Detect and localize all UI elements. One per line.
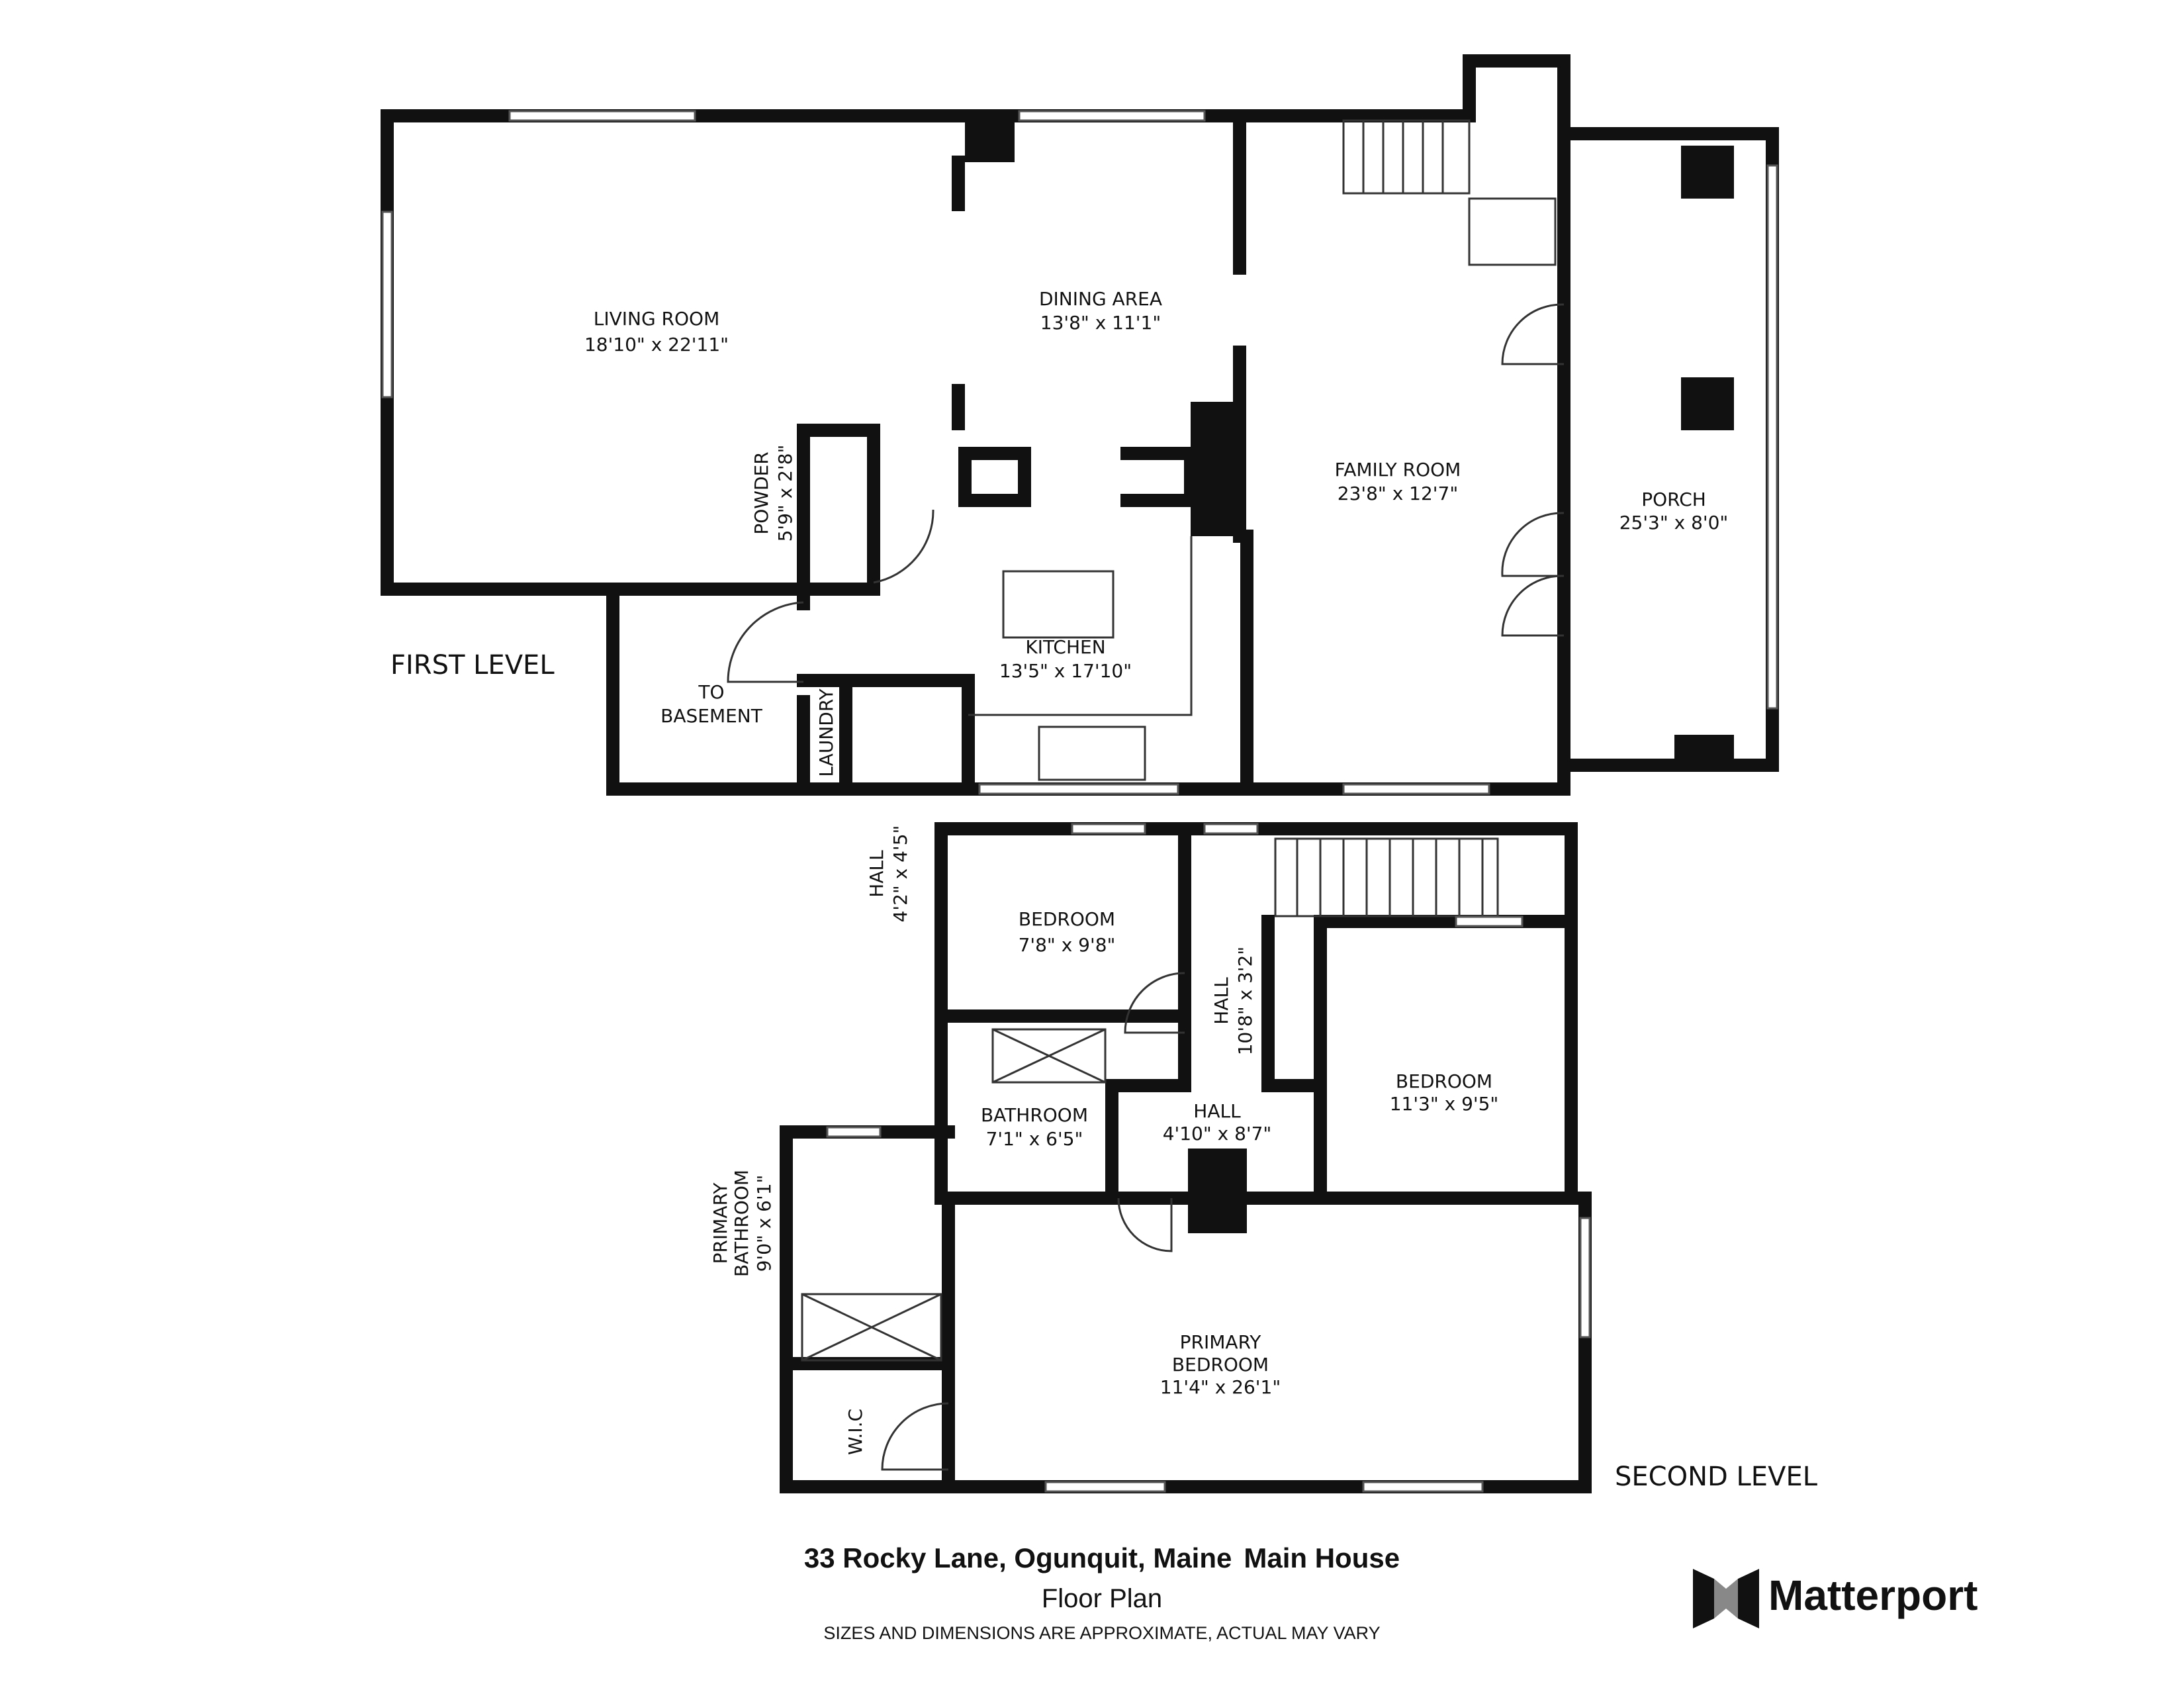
kitchen-name: KITCHEN: [1025, 636, 1105, 658]
family-room-size: 23'8" x 12'7": [1338, 483, 1458, 504]
primary-bedroom-line2: BEDROOM: [1172, 1354, 1269, 1376]
bedroom-right-size: 11'3" x 9'5": [1390, 1093, 1499, 1115]
dining-area-name: DINING AREA: [1039, 288, 1162, 310]
bedroom-right-name: BEDROOM: [1396, 1070, 1492, 1092]
wic-name: W.I.C: [844, 1409, 866, 1455]
powder-size: 5'9" x 2'8": [774, 445, 796, 542]
primary-bathroom-size: 9'0" x 6'1": [753, 1175, 775, 1272]
family-room-name: FAMILY ROOM: [1335, 459, 1461, 481]
matterport-logo-icon: [1693, 1569, 1759, 1628]
chimney-upper: [1188, 1149, 1247, 1233]
hall-upper-size: 10'8" x 3'2": [1234, 947, 1256, 1056]
primary-bathroom-line2: BATHROOM: [731, 1170, 752, 1277]
dining-area-size: 13'8" x 11'1": [1040, 312, 1161, 334]
second-level-label: SECOND LEVEL: [1615, 1462, 1818, 1492]
primary-bedroom-size: 11'4" x 26'1": [1160, 1376, 1281, 1398]
laundry-name: LAUNDRY: [815, 688, 837, 777]
hall-first-size: 4'2" x 4'5": [889, 825, 911, 923]
matterport-logo: Matterport: [1693, 1569, 1978, 1628]
bathroom-size: 7'1" x 6'5": [986, 1128, 1083, 1150]
wall-notch: [965, 120, 1015, 162]
hall-first-name: HALL: [866, 850, 887, 898]
powder-name: POWDER: [751, 451, 772, 534]
bathroom-name: BATHROOM: [981, 1104, 1088, 1126]
hall-upper-name: HALL: [1210, 977, 1232, 1025]
porch-name: PORCH: [1641, 489, 1706, 510]
primary-bedroom-line1: PRIMARY: [1180, 1331, 1262, 1353]
footer-disclaimer: SIZES AND DIMENSIONS ARE APPROXIMATE, AC…: [823, 1623, 1380, 1643]
primary-bathroom-line1: PRIMARY: [709, 1182, 731, 1264]
porch-size: 25'3" x 8'0": [1619, 512, 1729, 534]
first-level-walls: [381, 54, 1779, 796]
bedroom-small-name: BEDROOM: [1019, 908, 1115, 930]
footer-address: 33 Rocky Lane, Ogunquit, Maine: [804, 1542, 1232, 1573]
staircase-second: [1274, 837, 1499, 917]
basement-line1: TO: [698, 681, 724, 703]
second-level-walls: [780, 822, 1592, 1493]
first-level-label: FIRST LEVEL: [390, 650, 555, 680]
kitchen-size: 13'5" x 17'10": [999, 660, 1132, 682]
staircase-first: [1342, 119, 1557, 266]
matterport-logo-text: Matterport: [1768, 1571, 1978, 1619]
bedroom-small-size: 7'8" x 9'8": [1019, 934, 1116, 956]
hall-mid-size: 4'10" x 8'7": [1163, 1123, 1272, 1145]
chimney: [1191, 402, 1240, 536]
living-room-name: LIVING ROOM: [594, 308, 720, 330]
hall-mid-name: HALL: [1193, 1100, 1241, 1122]
living-room-size: 18'10" x 22'11": [584, 334, 729, 355]
footer-title: 33 Rocky Lane, Ogunquit, Maine Main House: [804, 1542, 1400, 1573]
basement-line2: BASEMENT: [660, 705, 763, 727]
footer-building: Main House: [1244, 1542, 1400, 1573]
footer-subtitle: Floor Plan: [1042, 1584, 1162, 1613]
